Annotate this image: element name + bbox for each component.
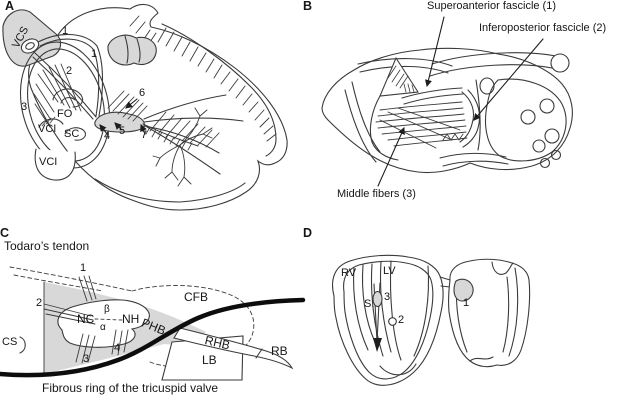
site-3-blob	[372, 290, 383, 308]
fossa-ovalis	[52, 88, 84, 108]
panel-c-letter: C	[0, 226, 10, 240]
coronary-sinus-curl	[64, 127, 86, 141]
label-sc: SC	[64, 128, 80, 140]
label-lv: LV	[383, 265, 396, 277]
aortic-cusps	[107, 34, 157, 66]
label-nc: NC	[77, 312, 95, 326]
panel-a-letter: A	[5, 0, 15, 13]
fiber-hash-groups	[43, 275, 129, 364]
label-a4: 4	[104, 130, 111, 142]
label-cfb: CFB	[184, 290, 208, 304]
panel-a-art	[2, 4, 288, 211]
label-vci-valve: VCI	[38, 123, 57, 135]
label-s: S.	[364, 298, 375, 310]
aorta-tube	[429, 52, 570, 77]
label-beta: β	[104, 304, 110, 315]
label-fo: FO	[57, 108, 73, 120]
panel-b-letter: B	[303, 0, 313, 13]
label-c1: 1	[80, 262, 87, 274]
label-d1: 1	[463, 297, 470, 309]
site-2-circle	[388, 317, 397, 326]
label-tract-3: 3	[21, 101, 28, 113]
inferoposterior-fascicle-lines	[442, 89, 481, 148]
septal-flap	[379, 56, 419, 97]
cs-arc	[19, 336, 26, 354]
label-a6: 6	[139, 87, 146, 99]
sinus-node	[20, 38, 40, 54]
label-c2: 2	[36, 297, 43, 309]
label-rv: RV	[341, 267, 357, 279]
papillary-region	[484, 78, 567, 169]
left-ventricular-shell	[332, 254, 444, 386]
internodal-tracts	[32, 33, 104, 120]
label-inferoposterior-fascicle: Inferoposterior fascicle (2)	[479, 22, 607, 34]
right-ventricular-shell	[448, 258, 531, 368]
label-c3: 3	[83, 353, 90, 365]
label-a7: 7	[141, 129, 148, 141]
label-tract-1a: 1	[62, 25, 69, 37]
label-superoanterior-fascicle: Superoanterior fascicle (1)	[427, 0, 557, 12]
wall-fringe-hatching	[129, 15, 277, 142]
label-lb: LB	[202, 353, 217, 367]
label-middle-fibers: Middle fibers (3)	[337, 188, 416, 200]
label-cs: CS	[2, 336, 18, 348]
panel-a-arrows	[99, 98, 147, 135]
label-todaros-tendon: Todaro’s tendon	[4, 239, 90, 253]
label-alpha: α	[100, 322, 106, 333]
label-tract-2: 2	[66, 65, 73, 77]
purkinje-tree	[142, 107, 213, 187]
ivc-tube	[34, 148, 76, 181]
label-vci: VCI	[39, 156, 58, 168]
panel-d-letter: D	[303, 226, 313, 240]
panel-b-art	[321, 16, 573, 187]
label-nh: NH	[122, 312, 140, 326]
compact-node-blob	[57, 299, 150, 348]
pectinate-hatching	[33, 63, 82, 128]
label-c4: 4	[114, 342, 121, 354]
heart-outline	[28, 4, 288, 211]
superoanterior-fascicle-lines	[401, 87, 464, 105]
rhb-band	[173, 327, 294, 370]
fibrous-ring-curve	[0, 297, 306, 378]
label-a5: 5	[119, 125, 126, 137]
vci-valve-curl	[38, 116, 64, 128]
label-tract-1b: 1	[91, 48, 98, 60]
site-1-blob	[453, 278, 474, 302]
label-d2: 2	[398, 314, 405, 326]
panel-c-art	[0, 266, 306, 381]
panel-d-art	[332, 254, 531, 386]
label-d3: 3	[384, 291, 391, 303]
label-fibrous-ring: Fibrous ring of the tricuspid valve	[42, 381, 219, 395]
panel-b-arrows	[377, 16, 544, 187]
label-rb: RB	[271, 344, 288, 358]
middle-fiber-fan	[375, 101, 468, 149]
